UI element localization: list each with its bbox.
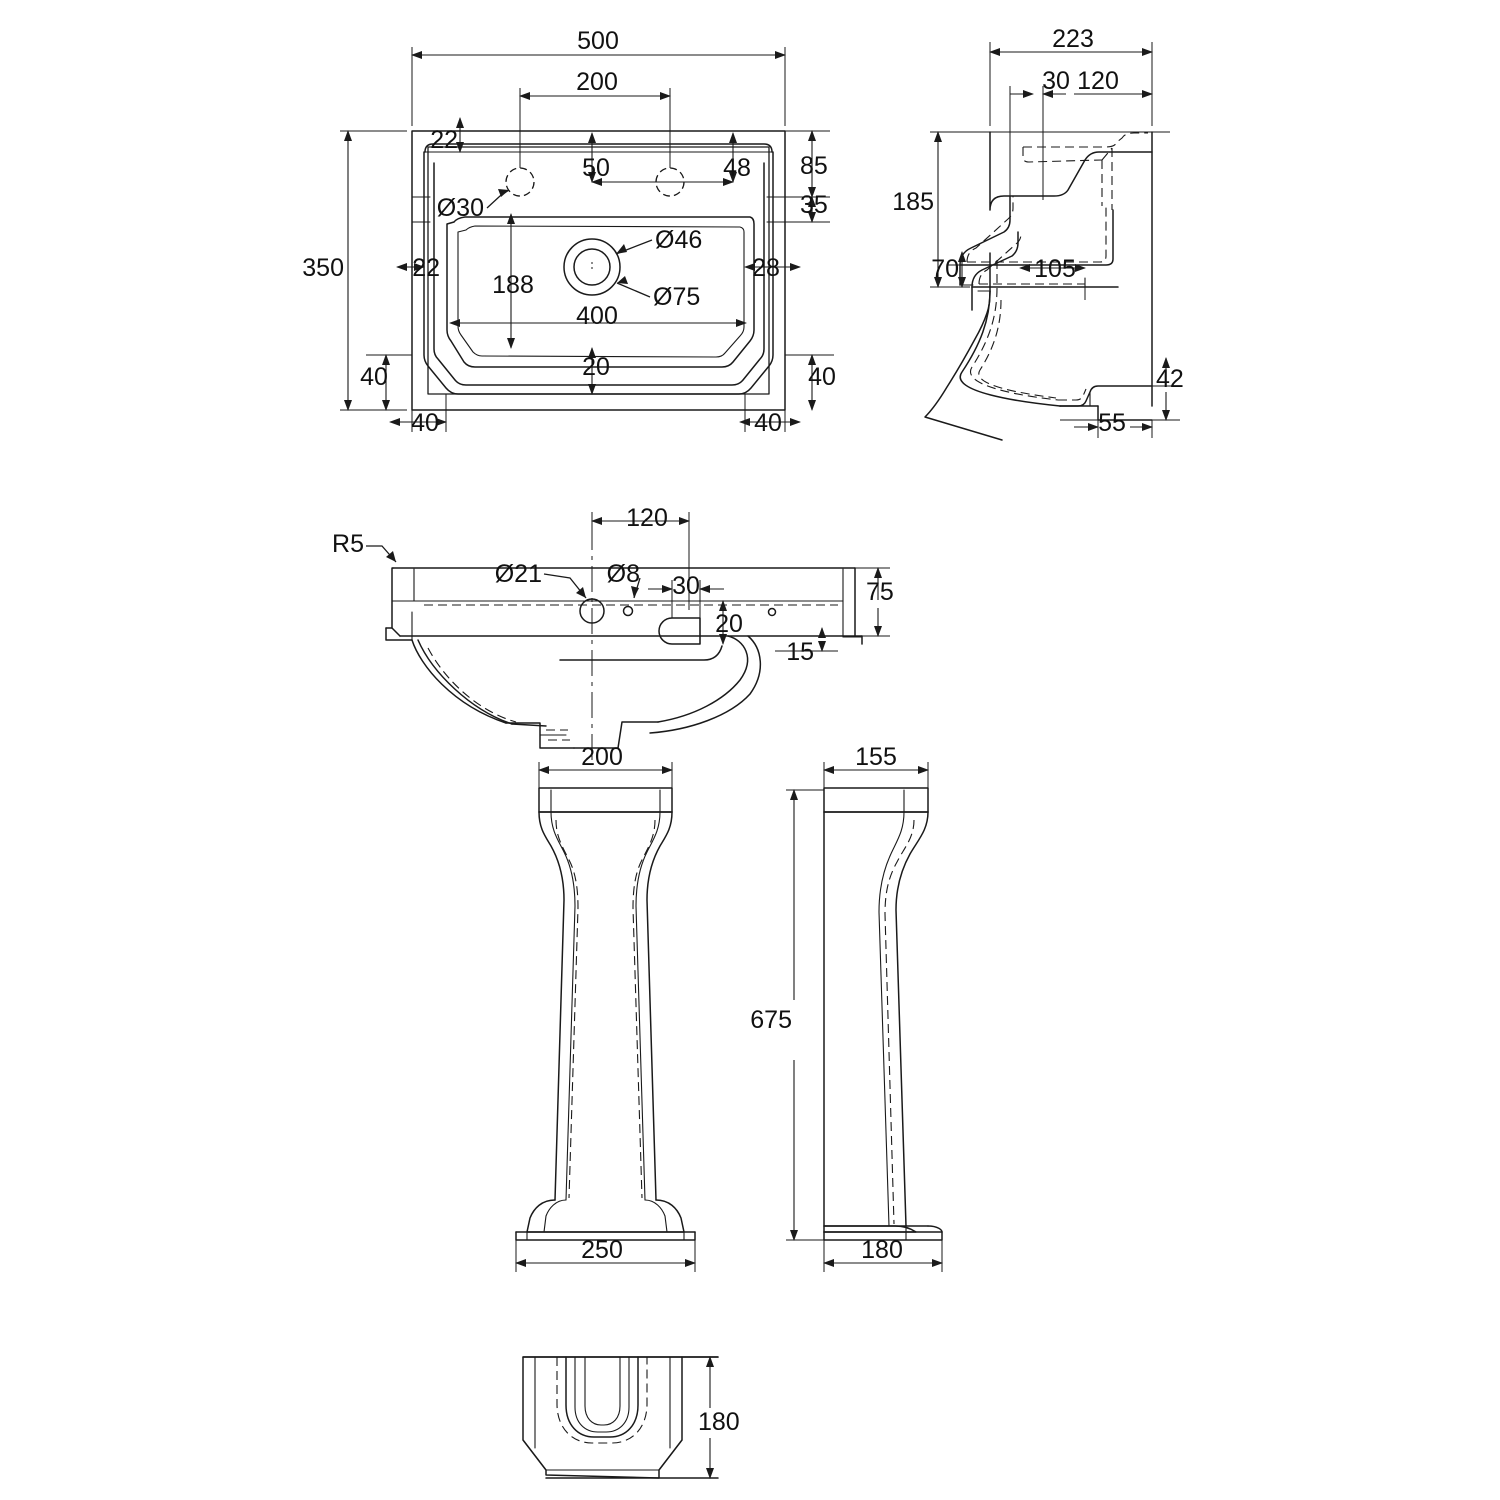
dim-bracket-step-b: 120 [1077,67,1119,95]
view-pedestal-base-section: 180 [522,1356,740,1479]
waste-inner-circle [573,248,611,286]
dim-plan-front-band: 35 [800,191,828,219]
dim-pedestal-base-width-front: 250 [581,1236,623,1264]
dim-front-centre-offset: 120 [626,504,668,532]
dim-plan-tap-centres: 200 [576,68,618,96]
dim-plan-corner-left-v: 40 [360,363,388,391]
waste-outer-circle [563,238,621,296]
dim-plan-tap-right-edge: 48 [723,154,751,182]
dim-pedestal-top-width-side: 155 [855,743,897,771]
dim-pedestal-base-section-height: 180 [698,1408,740,1436]
dim-bracket-lower-height: 70 [931,255,959,283]
dim-plan-tap-left-to-centre: 50 [582,154,610,182]
dim-plan-front-lip: 20 [582,353,610,381]
label-overflow-dia: Ø21 [495,560,542,588]
dim-plan-bowl-width: 400 [576,302,618,330]
dim-bracket-foot-depth: 55 [1098,409,1126,437]
dim-front-slot-width: 30 [672,572,700,600]
dim-pedestal-height: 675 [750,1006,792,1034]
label-front-radius: R5 [332,530,364,558]
dim-plan-overall-depth: 350 [302,254,344,282]
small-hole [622,605,634,617]
view-basin-plan: 500 200 22 50 48 85 35 350 22 [302,27,836,437]
label-small-hole-dia: Ø8 [607,560,640,588]
dim-plan-corner-left-h: 40 [411,409,439,437]
label-waste-inner-dia: Ø46 [655,226,702,254]
dim-bracket-mid-depth: 105 [1034,255,1076,283]
dim-plan-right-wall: 28 [752,254,780,282]
dim-pedestal-top-width-front: 200 [581,743,623,771]
dim-pedestal-base-width-side: 180 [861,1236,903,1264]
dim-plan-back-band: 85 [800,152,828,180]
view-basin-front-elevation: 120 R5 Ø21 Ø8 30 20 75 15 [332,504,894,760]
dim-plan-corner-right-v: 40 [808,363,836,391]
dim-front-apron-step: 20 [715,610,743,638]
dim-bracket-step-a: 30 [1042,67,1070,95]
dim-plan-top-offset: 22 [430,126,458,154]
dim-plan-bowl-depth: 188 [492,271,534,299]
dim-plan-corner-right-h: 40 [754,409,782,437]
dim-plan-left-wall: 22 [412,254,440,282]
tap-hole-left [505,167,535,197]
label-tap-hole-dia: Ø30 [437,194,484,222]
dim-plan-overall-width: 500 [577,27,619,55]
dim-bracket-height: 185 [892,188,934,216]
dim-bracket-depth: 223 [1052,25,1094,53]
dim-front-body-height: 75 [866,578,894,606]
view-pedestal-side: 155 675 180 [750,743,943,1272]
dim-bracket-foot-height: 42 [1156,365,1184,393]
view-basin-side-section: 223 30 120 185 70 105 42 55 [892,25,1184,441]
dim-front-lip-height: 15 [786,638,814,666]
view-pedestal-front: 200 250 [515,743,696,1272]
tiny-right-hole [767,607,777,617]
label-waste-outer-dia: Ø75 [653,283,700,311]
